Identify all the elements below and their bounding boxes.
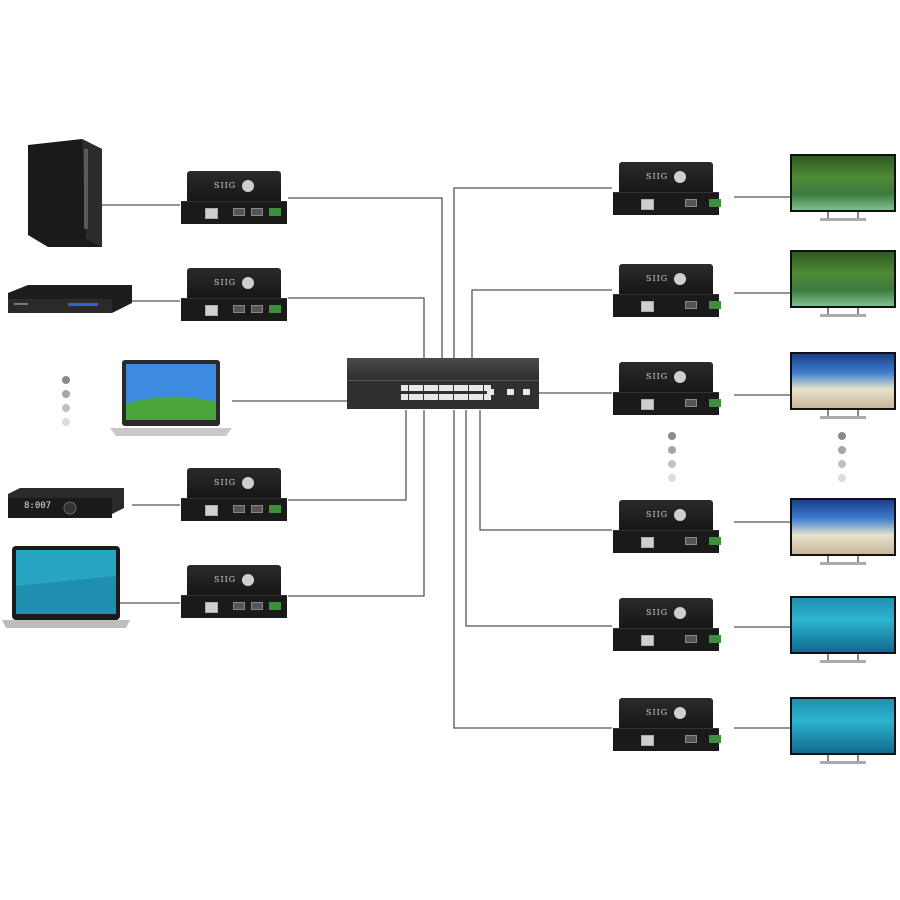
laptop-icon	[110, 360, 232, 436]
display-6-monitor-icon	[790, 697, 896, 767]
switch-port	[453, 385, 461, 391]
switch-port	[431, 394, 438, 400]
switch-port	[476, 385, 483, 391]
switch-port	[468, 385, 476, 391]
switch-port	[408, 385, 416, 391]
brand-logo: SIIG	[646, 608, 669, 617]
transmitter-3: SIIG	[181, 468, 287, 521]
pc-tower-icon	[24, 135, 102, 247]
wire-tx1-switch	[288, 197, 443, 388]
receiver-5: SIIG	[613, 598, 721, 651]
brand-logo: SIIG	[646, 274, 669, 283]
brand-logo: SIIG	[646, 172, 669, 181]
brand-logo: SIIG	[214, 478, 237, 487]
switch-port	[401, 394, 408, 400]
wire-switch-rx4	[479, 410, 612, 531]
switch-port	[408, 394, 416, 400]
wire-tx3-switch	[288, 410, 407, 501]
switch-port	[461, 385, 468, 391]
brand-logo: SIIG	[646, 372, 669, 381]
transmitter-4: SIIG	[181, 565, 287, 618]
switch-port	[468, 394, 476, 400]
brand-logo: SIIG	[214, 181, 237, 190]
display-3-monitor-icon	[790, 352, 896, 422]
transmitter-1: SIIG	[181, 171, 287, 224]
transmitter-2: SIIG	[181, 268, 287, 321]
display-5-monitor-icon	[790, 596, 896, 666]
wire-switch-rx6	[453, 410, 612, 729]
wire-switch-rx1	[453, 187, 612, 388]
switch-port	[438, 394, 446, 400]
wire-switch-rx5	[465, 410, 612, 627]
switch-port	[446, 385, 453, 391]
set-top-box-icon: 8:007	[8, 488, 124, 522]
switch-port	[438, 385, 446, 391]
display-2-monitor-icon	[790, 250, 896, 320]
switch-uplink-port	[523, 389, 530, 395]
switch-port	[416, 394, 423, 400]
dvd-player-icon	[8, 285, 132, 315]
switch-port	[483, 394, 491, 400]
receiver-1: SIIG	[613, 162, 721, 215]
display-4-monitor-icon	[790, 498, 896, 568]
brand-logo: SIIG	[214, 278, 237, 287]
switch-uplink-port	[487, 389, 494, 395]
switch-port	[416, 385, 423, 391]
more-sources-indicator	[62, 376, 72, 432]
more-displays-indicator	[838, 432, 848, 488]
more-receivers-indicator	[668, 432, 678, 488]
wire-tx4-switch	[288, 410, 425, 597]
brand-logo: SIIG	[646, 708, 669, 717]
network-switch-icon	[347, 358, 539, 410]
switch-port	[431, 385, 438, 391]
switch-port	[401, 385, 408, 391]
receiver-3: SIIG	[613, 362, 721, 415]
switch-port	[446, 394, 453, 400]
receiver-4: SIIG	[613, 500, 721, 553]
receiver-6: SIIG	[613, 698, 721, 751]
switch-port	[453, 394, 461, 400]
switch-port	[423, 394, 431, 400]
receiver-2: SIIG	[613, 264, 721, 317]
set-top-box-display: 8:007	[24, 501, 52, 511]
macbook-icon	[2, 546, 130, 630]
switch-port	[423, 385, 431, 391]
switch-port	[461, 394, 468, 400]
switch-port	[476, 394, 483, 400]
brand-logo: SIIG	[646, 510, 669, 519]
switch-uplink-port	[507, 389, 514, 395]
display-1-monitor-icon	[790, 154, 896, 224]
brand-logo: SIIG	[214, 575, 237, 584]
switch-port	[483, 385, 491, 391]
wire-switch-rx2	[471, 289, 612, 388]
